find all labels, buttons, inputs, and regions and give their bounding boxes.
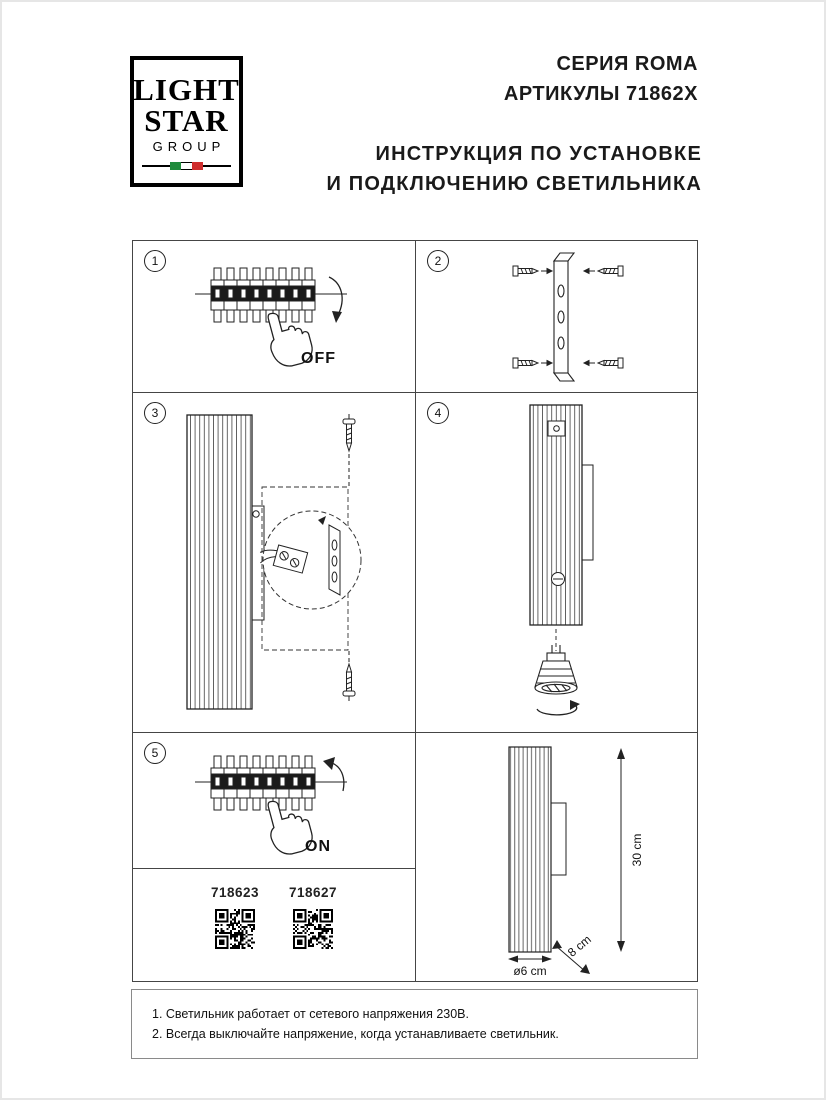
flag-rule-left: [142, 164, 170, 167]
instruction-title-line1: ИНСТРУКЦИЯ ПО УСТАНОВКЕ: [375, 143, 702, 165]
article-item: 718623: [211, 885, 259, 981]
note-line-2: 2. Всегда выключайте напряжение, когда у…: [152, 1027, 559, 1041]
step-1-illustration: OFF: [195, 267, 347, 367]
terminal-block: [259, 544, 309, 574]
screw-top-right-icon: [582, 265, 624, 277]
step-2-badge: 2: [427, 250, 449, 272]
header-series-block: СЕРИЯ ROMA АРТИКУЛЫ 71862X: [504, 49, 698, 109]
screw-bottom-left-icon: [512, 357, 554, 369]
instruction-title: ИНСТРУКЦИЯ ПО УСТАНОВКЕ И ПОДКЛЮЧЕНИЮ СВ…: [326, 139, 702, 199]
lightstar-logo: LIGHT STAR GROUP: [130, 56, 243, 187]
detail-zoom-rect: [261, 486, 349, 651]
step-1-badge: 1: [144, 250, 166, 272]
article-code: 718627: [289, 885, 338, 900]
step-3-badge: 3: [144, 402, 166, 424]
switch-on-arrowhead: [323, 757, 335, 770]
article-code: 718623: [210, 885, 259, 900]
lamp-tube: [186, 414, 253, 710]
logo-word-group: GROUP: [152, 138, 226, 154]
height-dimension: [617, 748, 625, 952]
logo-word-star: STAR: [144, 102, 229, 138]
articles-title: АРТИКУЛЫ 71862X: [503, 83, 698, 105]
qr-code-718627: [293, 909, 334, 949]
article-item: 718627: [289, 885, 337, 981]
lamp-tube: [529, 404, 583, 626]
note-line-1: 1. Светильник работает от сетевого напря…: [152, 1007, 469, 1021]
diameter-label: ø6 cm: [513, 964, 546, 978]
flag-red-segment: [192, 161, 203, 170]
dimensions-illustration: 30 cm ø6 cm 8 cm: [508, 746, 644, 978]
depth-label: 8 cm: [565, 932, 594, 959]
circuit-breaker: [210, 755, 316, 811]
lamp-tube: [508, 746, 552, 953]
step-2-illustration: [512, 252, 624, 382]
rotate-arrow-icon: [536, 704, 578, 716]
series-title: СЕРИЯ ROMA: [556, 53, 698, 75]
off-label: OFF: [301, 350, 336, 367]
screw-top-icon: [342, 414, 356, 486]
height-label: 30 cm: [630, 834, 644, 867]
locking-screw: [551, 572, 565, 586]
wire: [259, 549, 278, 553]
on-label: ON: [305, 838, 331, 855]
dimensions-panel: 30 cm ø6 cm 8 cm: [416, 733, 697, 981]
step-4-illustration: [529, 404, 594, 716]
flag-rule-right: [203, 164, 231, 167]
pointing-hand-icon: [267, 312, 313, 367]
top-clip: [547, 420, 566, 437]
screw-bottom-right-icon: [582, 357, 624, 369]
switch-off-arrow-icon: [328, 276, 343, 316]
pointing-hand-icon: [267, 800, 313, 855]
screw-top-left-icon: [512, 265, 554, 277]
small-arrow-icon: [318, 516, 326, 525]
mounting-bracket: [552, 252, 576, 382]
article-codes-panel: 718623 718627: [133, 869, 416, 981]
logo-word-light: LIGHT: [133, 71, 240, 107]
steps-grid: 1 OFF 2: [132, 240, 698, 982]
step-4-panel: 4: [416, 393, 697, 733]
step-5-panel: 5 ON: [133, 733, 416, 869]
gu10-bulb: [534, 645, 578, 695]
qr-code-718623: [214, 909, 255, 949]
switch-off-arrowhead: [332, 311, 342, 323]
diameter-dimension: [508, 955, 552, 963]
circuit-breaker: [210, 267, 316, 323]
depth-dimension: [552, 940, 590, 974]
step-5-illustration: ON: [195, 755, 347, 855]
instruction-title-line2: И ПОДКЛЮЧЕНИЮ СВЕТИЛЬНИКА: [326, 173, 702, 195]
italian-flag: [142, 161, 231, 170]
step-2-panel: 2: [416, 241, 697, 393]
step-3-panel: 3: [133, 393, 416, 733]
screw-bottom-icon: [342, 651, 356, 701]
flag-white-segment: [181, 161, 192, 170]
step-1-panel: 1 OFF: [133, 241, 416, 393]
flag-green-segment: [170, 161, 181, 170]
safety-notes-box: 1. Светильник работает от сетевого напря…: [131, 989, 698, 1059]
step-4-badge: 4: [427, 402, 449, 424]
wiring-detail: [259, 516, 341, 596]
step-3-illustration: [186, 414, 362, 710]
step-5-badge: 5: [144, 742, 166, 764]
wire: [260, 556, 276, 564]
rotate-arrowhead: [570, 700, 580, 710]
